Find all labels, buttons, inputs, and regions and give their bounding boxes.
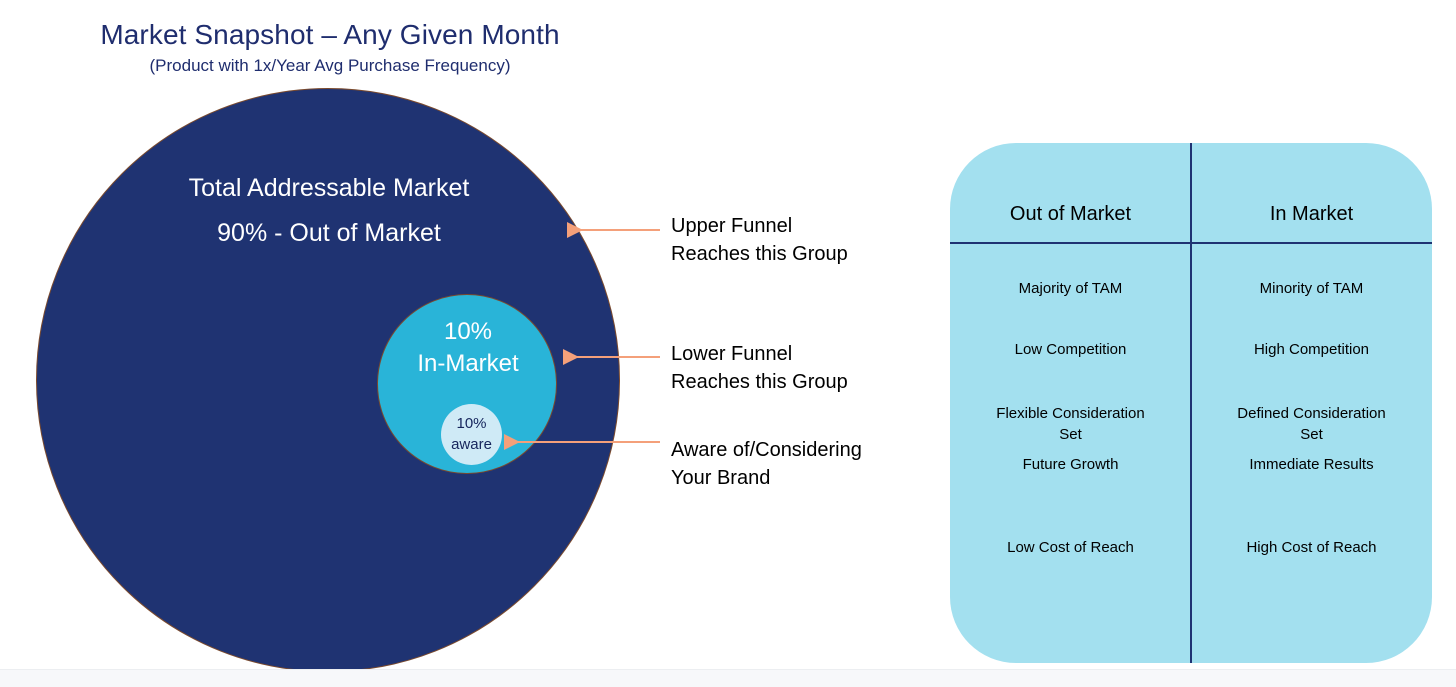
- aware-circle: 10% aware: [441, 404, 502, 465]
- column-header-in-market: In Market: [1269, 203, 1354, 225]
- tam-label-line-1: Total Addressable Market: [188, 174, 470, 202]
- callout-upper-funnel: Upper Funnel Reaches this Group: [671, 215, 848, 265]
- footer-strip: [0, 669, 1456, 687]
- tam-label-line-2: 90% - Out of Market: [217, 219, 441, 247]
- aware-label-line-2: aware: [451, 436, 492, 453]
- in-market-label-line-1: 10%: [443, 318, 493, 345]
- in-market-label-group: 10% In-Market: [378, 316, 558, 380]
- comparison-header-row: Out of Market In Market: [950, 201, 1432, 227]
- cell-out-of-market-0: Majority of TAM: [1018, 280, 1123, 297]
- cell-in-market-3: Immediate Results: [1249, 456, 1374, 473]
- table-row: Low Competition High Competition: [950, 309, 1432, 373]
- column-divider: [1190, 143, 1192, 663]
- cell-in-market-0: Minority of TAM: [1259, 280, 1364, 297]
- table-row: Future Growth Immediate Results: [950, 440, 1432, 506]
- cell-in-market-4: High Cost of Reach: [1246, 539, 1377, 556]
- tam-label-group: Total Addressable Market 90% - Out of Ma…: [37, 171, 621, 250]
- page-title: Market Snapshot – Any Given Month: [100, 19, 560, 50]
- comparison-body: Majority of TAM Minority of TAM Low Comp…: [950, 244, 1432, 572]
- table-row: Low Cost of Reach High Cost of Reach: [950, 506, 1432, 572]
- aware-label-group: 10% aware: [441, 413, 502, 455]
- cell-out-of-market-1: Low Competition: [1014, 341, 1127, 358]
- cell-out-of-market-2: Flexible Consideration Set: [996, 405, 1145, 443]
- callout-lower-funnel: Lower Funnel Reaches this Group: [671, 343, 848, 393]
- aware-label-line-1: 10%: [456, 415, 487, 432]
- cell-in-market-2: Defined Consideration Set: [1237, 405, 1386, 443]
- title-block: Market Snapshot – Any Given Month (Produ…: [0, 18, 660, 78]
- page-subtitle: (Product with 1x/Year Avg Purchase Frequ…: [149, 56, 511, 75]
- cell-in-market-1: High Competition: [1253, 341, 1370, 358]
- callout-aware: Aware of/Considering Your Brand: [671, 439, 862, 489]
- comparison-table: Out of Market In Market Majority of TAM …: [950, 143, 1432, 663]
- in-market-label-line-2: In-Market: [417, 350, 519, 377]
- cell-out-of-market-3: Future Growth: [1022, 456, 1119, 473]
- table-row: Flexible Consideration Set Defined Consi…: [950, 373, 1432, 443]
- header-rule: [950, 242, 1432, 244]
- cell-out-of-market-4: Low Cost of Reach: [1007, 539, 1134, 556]
- column-header-out-of-market: Out of Market: [1009, 203, 1132, 225]
- table-row: Majority of TAM Minority of TAM: [950, 244, 1432, 309]
